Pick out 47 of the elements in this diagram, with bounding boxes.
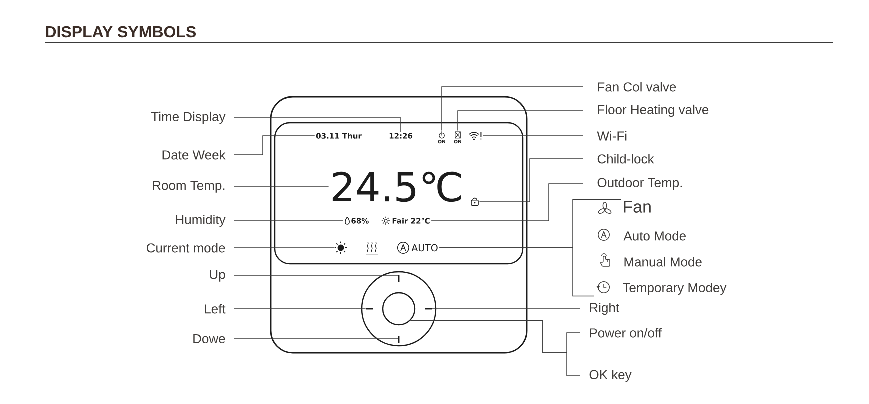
- leader-line: [479, 158, 584, 202]
- lock-icon: [471, 198, 479, 206]
- leader-line: [410, 320, 580, 376]
- leader-line: [234, 118, 402, 132]
- leader-line: [431, 184, 584, 222]
- callout-label: Power on/off: [590, 328, 662, 338]
- callout-label: Fan Col valve: [598, 82, 676, 92]
- callout-label: Up: [210, 270, 226, 282]
- key-mark: [398, 275, 400, 282]
- callout-label: Current mode: [146, 243, 226, 253]
- callout-label: Outdoor Temp.: [598, 178, 682, 190]
- leader-line: [234, 136, 316, 156]
- leader-line: [234, 338, 398, 340]
- dial-ring: [361, 271, 437, 347]
- callout-label: Time Display: [151, 112, 226, 124]
- callout-label: Manual Mode: [624, 257, 702, 267]
- callout-label: Temporary Modey: [623, 282, 727, 296]
- mode-readout: AUTO: [412, 244, 438, 252]
- callout-label: Floor Heating valve: [598, 104, 709, 118]
- leader-line: [439, 248, 594, 297]
- key-mark: [366, 308, 373, 310]
- wifi-icon: [468, 132, 482, 140]
- leader-line: [234, 220, 344, 222]
- temperature-readout: 24.5℃: [332, 172, 462, 202]
- title: DISPLAY SYMBOLS: [46, 26, 196, 38]
- callout-label: Auto Mode: [624, 231, 686, 241]
- sun-icon: [334, 241, 348, 255]
- callout-label: Room Temp.: [153, 181, 225, 193]
- callout-label: Child-lock: [598, 154, 654, 164]
- leader-line: [234, 186, 330, 188]
- display-screen: [274, 122, 524, 265]
- leader-line: [458, 110, 584, 132]
- ok-button: [382, 292, 416, 326]
- key-mark: [425, 308, 432, 310]
- thermostat-panel: [270, 96, 528, 354]
- callout-label: OK key: [590, 370, 632, 382]
- leader-line: [234, 308, 366, 310]
- callout-label: Humidity: [176, 214, 226, 228]
- callout-label: Left: [205, 304, 226, 314]
- leader-line: [432, 308, 580, 310]
- leader-line: [442, 86, 584, 132]
- callout-label: Date Week: [162, 150, 226, 160]
- callout-label: Wi-Fi: [597, 131, 627, 141]
- callout-label: Right: [590, 302, 620, 316]
- key-mark: [398, 336, 400, 343]
- callout-label: Fan: [624, 201, 651, 213]
- callout-label: Dowe: [194, 334, 226, 344]
